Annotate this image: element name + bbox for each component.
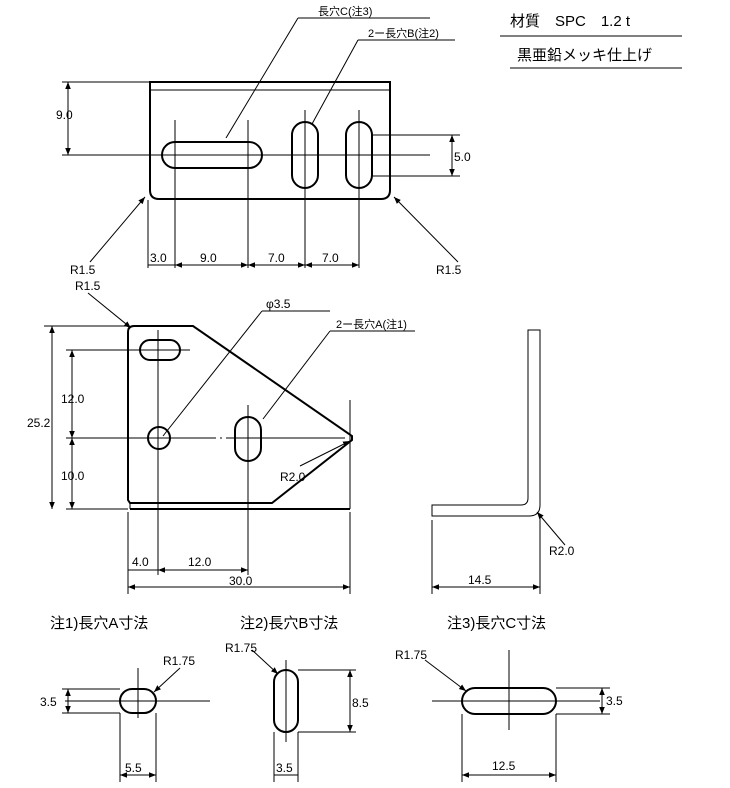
radius-left-leader <box>89 196 146 263</box>
detail-2-dim-h-text: 8.5 <box>352 696 369 710</box>
radius-corner-leader <box>87 292 132 329</box>
front-view-outline <box>127 325 353 504</box>
material-spec: 材質 SPC 1.2 t 黒亜鉛メッキ仕上げ <box>500 12 682 69</box>
detail-2-radius-text: R1.75 <box>225 641 257 655</box>
detail-slot-c: 注3)長穴C寸法 3.5 12.5 R1.75 <box>395 615 623 782</box>
slot-a-leader <box>262 330 331 420</box>
side-dim-width-text: 14.5 <box>468 573 492 587</box>
side-view: 14.5 R2.0 <box>431 329 575 594</box>
slot-b-label: 2ー長穴B(注2) <box>368 26 439 40</box>
radius-corner-text: R1.5 <box>75 279 101 293</box>
top-view: 9.0 5.0 3.0 9.0 7.0 7.0 R1.5 R1.5 長穴C(注3… <box>56 4 471 277</box>
detail-3-dim-h-text: 3.5 <box>606 694 623 708</box>
detail-2-dim-w-text: 3.5 <box>276 761 293 775</box>
front-view: 25.2 12.0 10.0 4.0 12.0 30.0 R1.5 φ3.5 2… <box>27 279 415 594</box>
finish-line: 黒亜鉛メッキ仕上げ <box>517 47 652 64</box>
detail-1-caption: 注1)長穴A寸法 <box>50 615 148 632</box>
dim-x1-text: 4.0 <box>132 555 149 569</box>
dim-slot-offset-text: 5.0 <box>454 150 471 164</box>
detail-slot-b: 注2)長穴B寸法 8.5 3.5 R1.75 <box>225 615 369 782</box>
slot-a-label: 2ー長穴A(注1) <box>336 317 407 331</box>
slot-c-label: 長穴C(注3) <box>318 4 372 18</box>
radius-tip-text: R2.0 <box>280 470 306 484</box>
radius-left-text: R1.5 <box>70 263 96 277</box>
dim-upper-text: 12.0 <box>61 392 85 406</box>
dim-x2-text: 12.0 <box>188 555 212 569</box>
top-view-outline <box>149 81 391 200</box>
dim-lower-text: 10.0 <box>61 469 85 483</box>
detail-3-caption: 注3)長穴C寸法 <box>447 615 546 632</box>
hole-label: φ3.5 <box>266 297 291 311</box>
side-view-profile <box>431 329 541 517</box>
dim-a-text: 3.0 <box>150 251 167 265</box>
detail-1-dim-h-text: 3.5 <box>40 695 57 709</box>
dim-height-text: 9.0 <box>56 108 73 122</box>
detail-slot-a: 注1)長穴A寸法 3.5 5.5 R1.75 <box>40 615 210 782</box>
radius-bend-leader <box>536 511 566 546</box>
hole-leader <box>162 310 263 437</box>
dim-width-text: 30.0 <box>229 574 253 588</box>
slot-b-leader <box>311 39 359 125</box>
detail-2-caption: 注2)長穴B寸法 <box>240 615 338 632</box>
radius-right-text: R1.5 <box>436 263 462 277</box>
detail-3-dim-w-text: 12.5 <box>492 759 516 773</box>
dim-c-text: 7.0 <box>268 251 285 265</box>
detail-2-radius-leader <box>251 649 279 675</box>
dim-total-height-text: 25.2 <box>27 416 51 430</box>
detail-1-radius-leader <box>153 667 181 693</box>
slot-c-leader <box>225 17 299 139</box>
detail-3-radius-leader <box>424 659 467 692</box>
detail-1-dim-w-text: 5.5 <box>125 761 142 775</box>
dim-d-text: 7.0 <box>322 251 339 265</box>
radius-right-leader <box>393 196 459 263</box>
detail-1-radius-text: R1.75 <box>163 654 195 668</box>
radius-tip-leader <box>299 440 351 467</box>
radius-bend-text: R2.0 <box>549 544 575 558</box>
material-line: 材質 SPC 1.2 t <box>510 12 631 30</box>
dim-b-text: 9.0 <box>200 251 217 265</box>
detail-3-radius-text: R1.75 <box>395 648 427 662</box>
